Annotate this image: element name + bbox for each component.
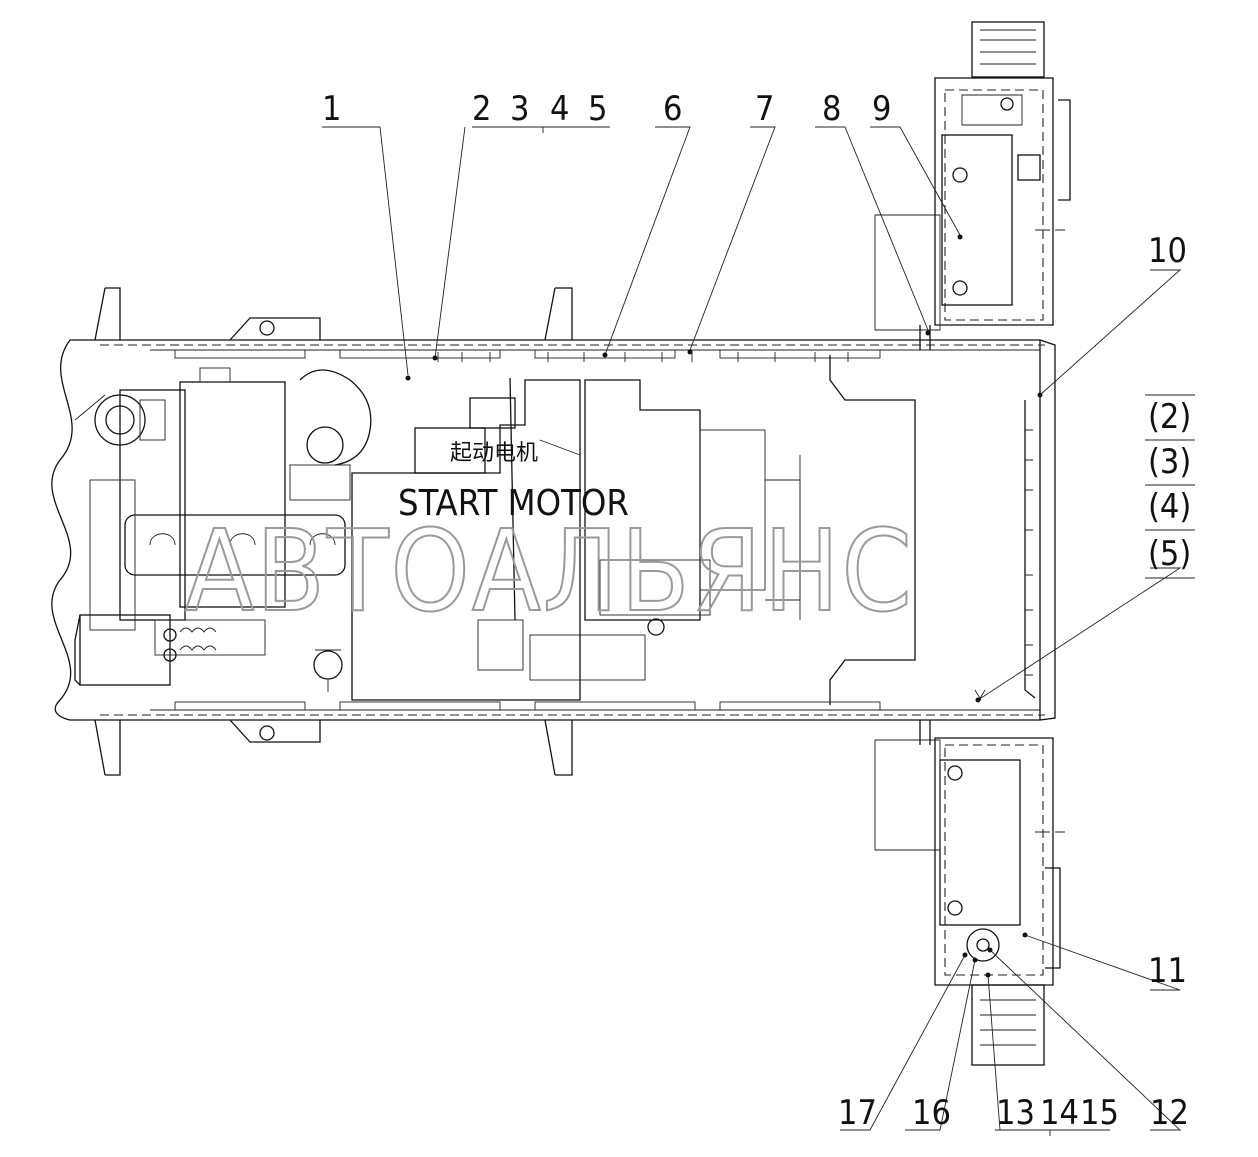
callout-1: 1 [322, 89, 341, 129]
callout-3: 3 [510, 89, 529, 129]
side-list-item-4: (4) [1148, 487, 1191, 527]
side-list: (2) (3) (4) (5) [1145, 394, 1195, 579]
leader-dots [405, 234, 1043, 978]
battery-box-top [874, 21, 1071, 350]
side-list-item-5: (5) [1148, 534, 1191, 574]
callout-2: 2 [472, 89, 491, 129]
callout-16: 16 [912, 1093, 951, 1133]
watermark-text: АВТОАЛЬЯНС [185, 507, 914, 637]
callout-8: 8 [822, 89, 841, 129]
callout-labels: 1 2 3 4 5 6 7 8 9 10 11 12 13 14 15 16 1… [322, 89, 1189, 1133]
leader-lines [322, 126, 1182, 1136]
callout-17: 17 [838, 1093, 877, 1133]
start-motor-label-en: START MOTOR [398, 483, 629, 524]
rear-frame-outline [829, 355, 1036, 705]
callout-10: 10 [1148, 231, 1187, 271]
engine-assembly [74, 367, 372, 692]
callout-13: 13 [996, 1093, 1035, 1133]
callout-4: 4 [550, 89, 569, 129]
start-motor-label-cn: 起动电机 [450, 441, 538, 466]
callout-11: 11 [1148, 951, 1187, 991]
callout-12: 12 [1150, 1093, 1189, 1133]
transmission-assembly [351, 377, 801, 701]
callout-15: 15 [1080, 1093, 1119, 1133]
callout-5: 5 [588, 89, 607, 129]
callout-7: 7 [755, 89, 774, 129]
side-list-item-2: (2) [1148, 397, 1191, 437]
battery-box-bottom [874, 689, 1065, 1066]
callout-6: 6 [663, 89, 682, 129]
chassis-frame [51, 287, 1056, 776]
callout-9: 9 [872, 89, 891, 129]
side-list-item-3: (3) [1148, 442, 1191, 482]
callout-14: 14 [1040, 1093, 1079, 1133]
